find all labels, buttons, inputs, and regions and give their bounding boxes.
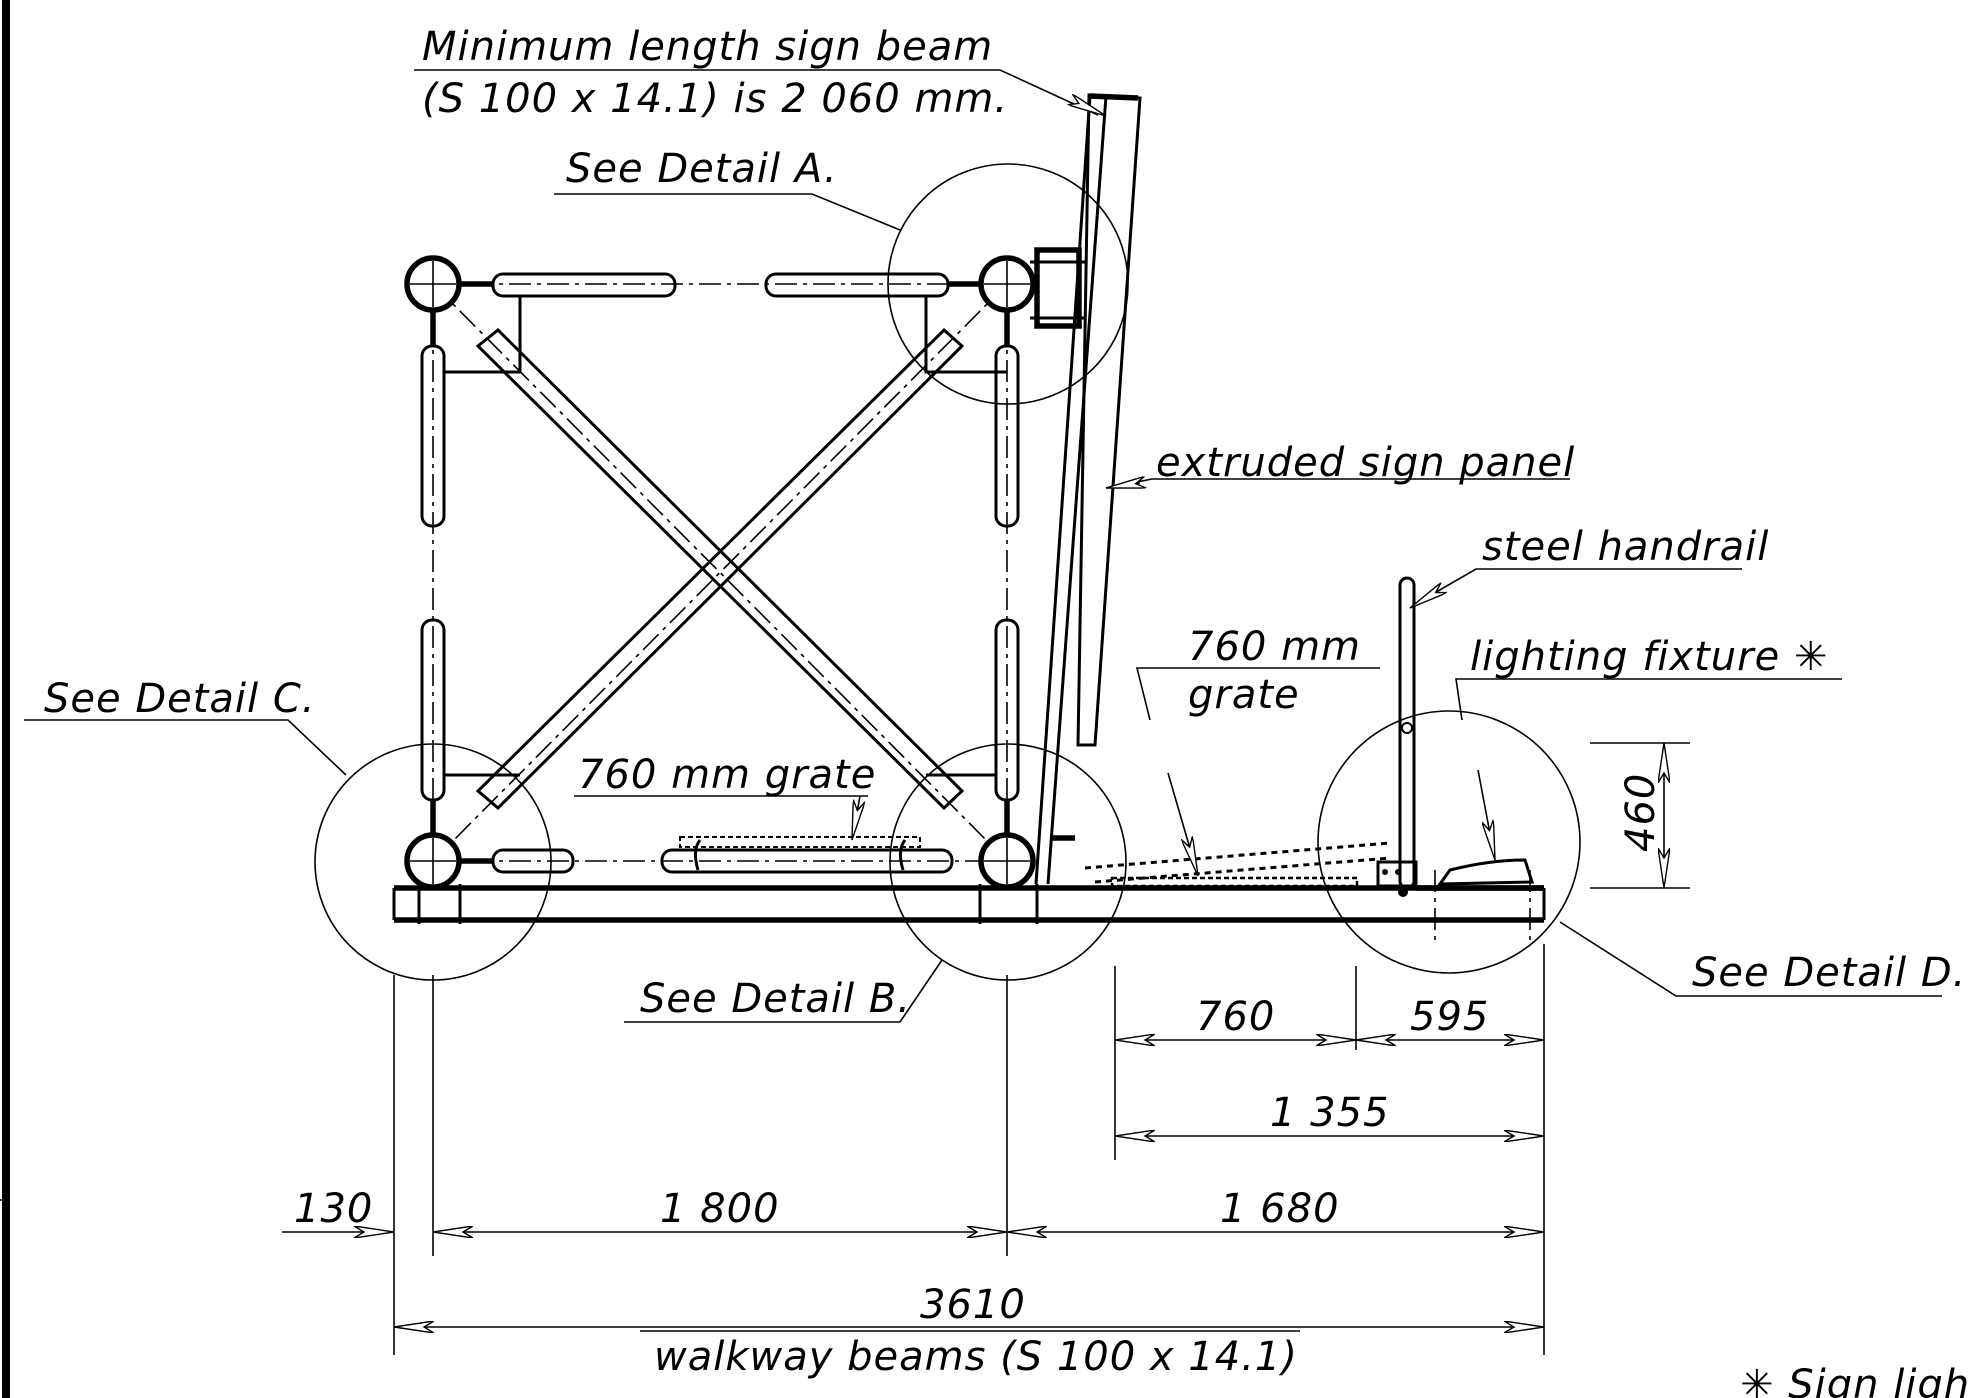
leaders <box>24 69 1942 1023</box>
lighting-fixture <box>1398 858 1544 944</box>
detail-b-circle <box>889 743 1127 981</box>
grate-left-label: 760 mm grate <box>578 752 876 798</box>
dim-1680: 1 680 <box>1220 1186 1340 1232</box>
detail-d-label: See Detail D. <box>1692 950 1966 996</box>
dim-760: 760 <box>1196 994 1275 1040</box>
dim-1800: 1 800 <box>660 1186 780 1232</box>
walkway-label: walkway beams (S 100 x 14.1) <box>654 1334 1298 1380</box>
detail-a-circle <box>887 163 1129 405</box>
grate-left <box>679 836 921 871</box>
sign-panel <box>1030 93 1142 885</box>
dim-3610: 3610 <box>920 1282 1026 1328</box>
min-length-label-line2: (S 100 x 14.1) is 2 060 mm. <box>422 76 1008 122</box>
detail-c-label: See Detail C. <box>44 676 316 722</box>
truss <box>404 255 1039 924</box>
dim-595: 595 <box>1410 994 1489 1040</box>
dim-130: 130 <box>294 1186 373 1232</box>
handrail <box>1376 576 1418 890</box>
grate-right-label-line2: grate <box>1188 672 1300 718</box>
min-length-label-line1: Minimum length sign beam <box>422 24 993 70</box>
handrail-label: steel handrail <box>1482 524 1769 570</box>
grate-right <box>1084 841 1391 888</box>
detail-d-circle <box>1317 710 1581 974</box>
dim-460: 460 <box>1618 773 1664 852</box>
dim-1355: 1 355 <box>1270 1090 1390 1136</box>
grate-right-label-line1: 760 mm <box>1188 624 1361 670</box>
lighting-label: lighting fixture ✳ <box>1470 634 1828 680</box>
sign-panel-label: extruded sign panel <box>1156 440 1575 486</box>
detail-a-label: See Detail A. <box>566 146 838 192</box>
walkway-beam <box>392 885 1546 923</box>
dimensions <box>282 742 1690 1355</box>
footnote: ✳ Sign ligh <box>1740 1362 1970 1398</box>
detail-b-label: See Detail B. <box>640 976 911 1022</box>
